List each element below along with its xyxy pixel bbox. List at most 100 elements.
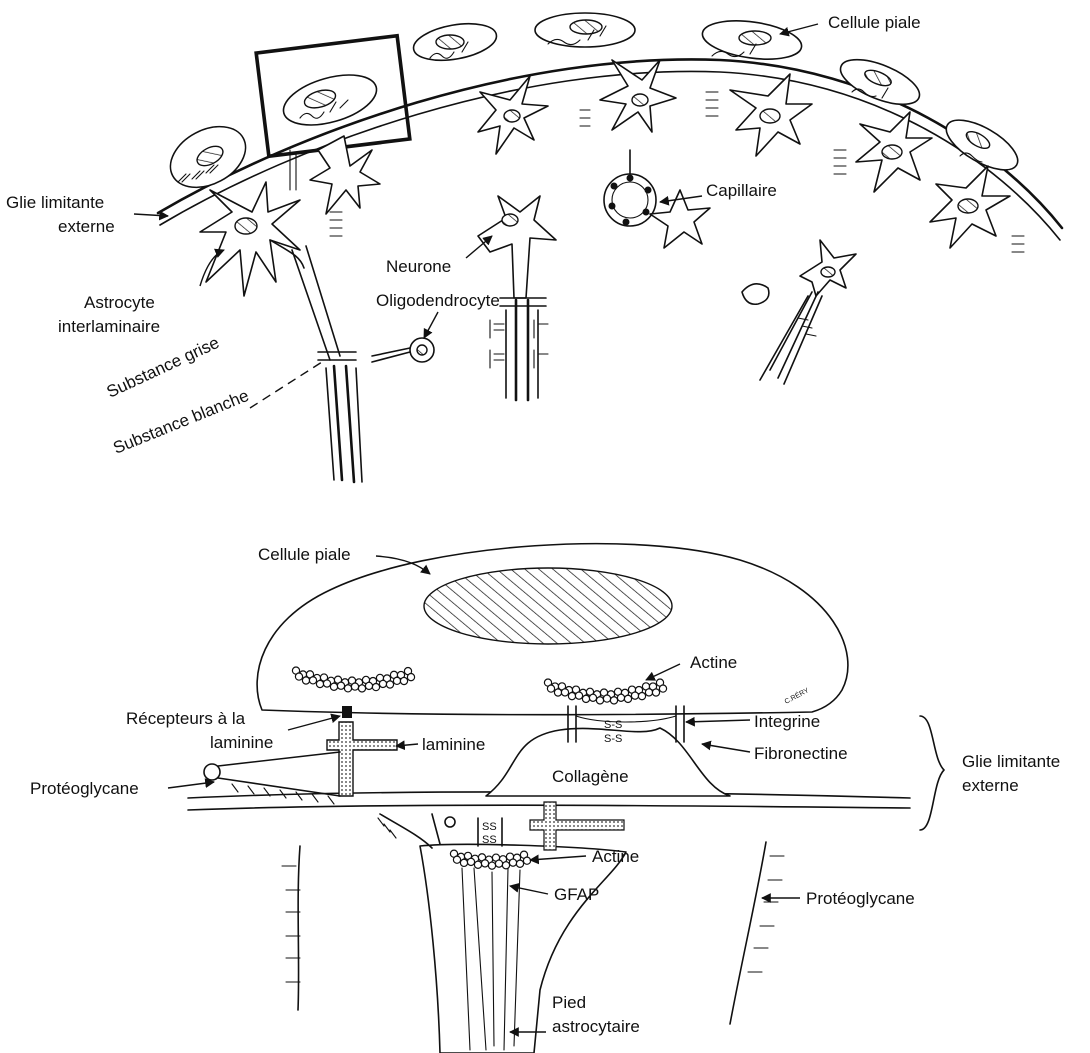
actin-bead bbox=[509, 859, 516, 866]
label-gfap: GFAP bbox=[554, 885, 599, 904]
actin-bead bbox=[337, 682, 344, 689]
actin-bead bbox=[582, 695, 589, 702]
label-astrocyte-2: interlaminaire bbox=[58, 317, 160, 336]
label-actin-bottom: Actine bbox=[592, 847, 639, 866]
actin-bead bbox=[295, 673, 302, 680]
label-astrocytic-foot-1: Pied bbox=[552, 993, 586, 1012]
arrow-integrin bbox=[686, 720, 750, 722]
ss-lower: SS bbox=[482, 834, 497, 846]
actin-bead bbox=[624, 695, 631, 702]
label-external-glia-bottom-1: Glie limitante bbox=[962, 752, 1060, 771]
pial-cell-3 bbox=[411, 18, 500, 66]
spine-marks-3 bbox=[706, 92, 718, 116]
label-neuron: Neurone bbox=[386, 257, 451, 276]
actin-bead bbox=[638, 693, 645, 700]
label-proteoglycan-left: Protéoglycane bbox=[30, 779, 139, 798]
disulfide-lower: S-S bbox=[604, 733, 622, 745]
arrow-laminin-receptors bbox=[288, 716, 340, 730]
actin-bead bbox=[575, 692, 582, 699]
actin-bead bbox=[474, 861, 481, 868]
axon-bundle-left bbox=[292, 246, 362, 482]
label-proteoglycan-right: Protéoglycane bbox=[806, 889, 915, 908]
label-pial-cell-bottom: Cellule piale bbox=[258, 545, 351, 564]
proteoglycan-strand-left bbox=[282, 846, 300, 1010]
actin-bead bbox=[589, 694, 596, 701]
astrocyte-5 bbox=[730, 74, 812, 156]
integrin-bridge bbox=[576, 716, 676, 722]
pial-cell-6 bbox=[835, 51, 926, 114]
pial-cell-2 bbox=[278, 66, 382, 135]
laminin-molecule bbox=[327, 722, 397, 796]
label-laminin: laminine bbox=[422, 735, 485, 754]
label-white-matter: Substance blanche bbox=[110, 386, 251, 458]
actin-bead bbox=[351, 683, 358, 690]
actin-bead bbox=[323, 680, 330, 687]
actin-bead bbox=[603, 695, 610, 702]
actin-bead bbox=[554, 689, 561, 696]
label-astrocyte-1: Astrocyte bbox=[84, 293, 155, 312]
actin-bead bbox=[365, 682, 372, 689]
spine-marks-6 bbox=[1012, 236, 1024, 252]
arrow-external-glia bbox=[134, 214, 168, 216]
arrow-laminin bbox=[396, 744, 418, 746]
actin-bead bbox=[460, 859, 467, 866]
spine-marks-4 bbox=[580, 110, 590, 126]
actin-bead bbox=[393, 677, 400, 684]
actin-bead bbox=[407, 674, 414, 681]
grey-white-boundary bbox=[250, 362, 322, 408]
actin-bead bbox=[652, 689, 659, 696]
label-laminin-receptors-1: Récepteurs à la bbox=[126, 709, 246, 728]
actin-bead bbox=[386, 681, 393, 688]
spine-marks-2 bbox=[290, 150, 296, 190]
disulfide-upper: S-S bbox=[604, 719, 622, 731]
actin-bead bbox=[645, 689, 652, 696]
actin-bead bbox=[495, 860, 502, 867]
pial-cell-5 bbox=[700, 15, 804, 65]
actin-bead bbox=[302, 677, 309, 684]
label-actin-top: Actine bbox=[690, 653, 737, 672]
label-astrocytic-foot-2: astrocytaire bbox=[552, 1017, 640, 1036]
label-grey-matter: Substance grise bbox=[104, 333, 223, 402]
astrocyte-4 bbox=[600, 60, 676, 132]
arrow-proteoglycan-left bbox=[168, 782, 214, 788]
laminin-receptor bbox=[342, 706, 352, 718]
label-oligodendrocyte: Oligodendrocyte bbox=[376, 291, 500, 310]
proteoglycan-strand-right bbox=[730, 842, 784, 1024]
actin-bead bbox=[617, 694, 624, 701]
actin-bead bbox=[568, 693, 575, 700]
external-glia-bracket bbox=[920, 716, 944, 830]
neuron-right bbox=[742, 240, 856, 384]
spine-marks-1 bbox=[330, 212, 342, 236]
actin-bead bbox=[631, 692, 638, 699]
actin-bead bbox=[596, 697, 603, 704]
label-external-glia-top-2: externe bbox=[58, 217, 115, 236]
oligodendrocyte bbox=[372, 338, 434, 362]
arrow-pial-cell bbox=[780, 24, 818, 34]
foot-ss-bridge: SS SS bbox=[478, 818, 502, 846]
pial-cell-nucleus bbox=[424, 568, 672, 644]
capillary bbox=[604, 150, 710, 248]
actin-bead bbox=[481, 860, 488, 867]
astrocyte-3 bbox=[478, 76, 548, 154]
actin-bead bbox=[516, 860, 523, 867]
label-capillary: Capillaire bbox=[706, 181, 777, 200]
foot-proteoglycan-knob bbox=[445, 817, 455, 827]
pial-cell-4 bbox=[535, 13, 635, 47]
label-integrin: Integrine bbox=[754, 712, 820, 731]
arrow-oligodendrocyte bbox=[424, 312, 438, 338]
label-laminin-receptors-2: laminine bbox=[210, 733, 273, 752]
axon-bundle-center bbox=[490, 310, 548, 398]
label-pial-cell-top: Cellule piale bbox=[828, 13, 921, 32]
actin-bead bbox=[488, 862, 495, 869]
actin-bead bbox=[523, 857, 530, 864]
actin-bead bbox=[502, 862, 509, 869]
bottom-panel: C.RÉRY S-S S-S bbox=[30, 544, 1060, 1053]
ss-upper: SS bbox=[482, 821, 497, 833]
top-panel: Cellule piale Glie limitante externe Cap… bbox=[6, 13, 1062, 482]
astrocyte-interlaminar bbox=[200, 182, 304, 296]
actin-bead bbox=[453, 856, 460, 863]
actin-bead bbox=[547, 685, 554, 692]
actin-bead bbox=[659, 685, 666, 692]
label-collagen: Collagène bbox=[552, 767, 629, 786]
actin-bead bbox=[358, 685, 365, 692]
